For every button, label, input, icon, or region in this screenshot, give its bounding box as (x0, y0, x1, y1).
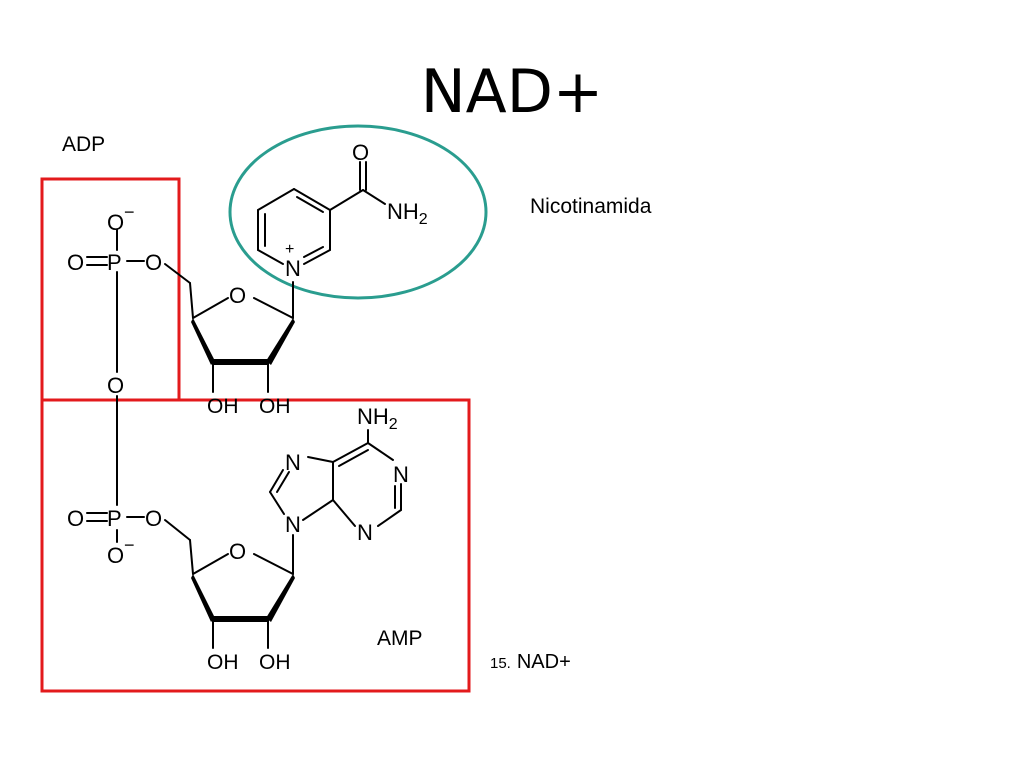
hydroxyl: OH (259, 395, 291, 418)
atom-n: N (285, 256, 301, 281)
atom-n: N (285, 512, 301, 537)
atom-o: O (145, 506, 162, 531)
adp-label: ADP (62, 133, 106, 156)
amp-box (40, 398, 471, 693)
atom-p: P (107, 250, 122, 275)
atom-o: O (107, 543, 124, 568)
atom-o: O (107, 373, 124, 398)
hydroxyl: OH (259, 651, 291, 674)
plus-charge: + (285, 241, 294, 258)
nicotinamide-ellipse (228, 124, 488, 300)
atom-o: O (229, 539, 246, 564)
amp-label: AMP (377, 627, 423, 650)
minus-charge: − (124, 202, 135, 222)
amine-nh2: NH2 (357, 404, 398, 433)
amide-nh2: NH2 (387, 199, 428, 228)
atom-o: O (107, 210, 124, 235)
atom-o: O (145, 250, 162, 275)
atom-o: O (229, 283, 246, 308)
caption-number: 15. (490, 655, 511, 672)
caption-text: NAD+ (516, 651, 571, 673)
hydroxyl: OH (207, 395, 239, 418)
atom-n: N (285, 450, 301, 475)
atom-o: O (352, 140, 369, 165)
bonds (86, 161, 402, 649)
minus-charge: − (124, 535, 135, 555)
atom-labels: O − O P O O O OH OH N + O NH2 O P O O − … (67, 140, 428, 674)
atom-n: N (357, 520, 373, 545)
nicotinamide-label: Nicotinamida (530, 195, 652, 218)
hydroxyl: OH (207, 651, 239, 674)
atom-n: N (393, 462, 409, 487)
atom-o: O (67, 250, 84, 275)
slide-caption: 15. NAD+ (490, 651, 571, 674)
wedge-bonds (191, 318, 295, 622)
atom-o: O (67, 506, 84, 531)
atom-p: P (107, 506, 122, 531)
slide-title: NAD+ (420, 57, 604, 127)
